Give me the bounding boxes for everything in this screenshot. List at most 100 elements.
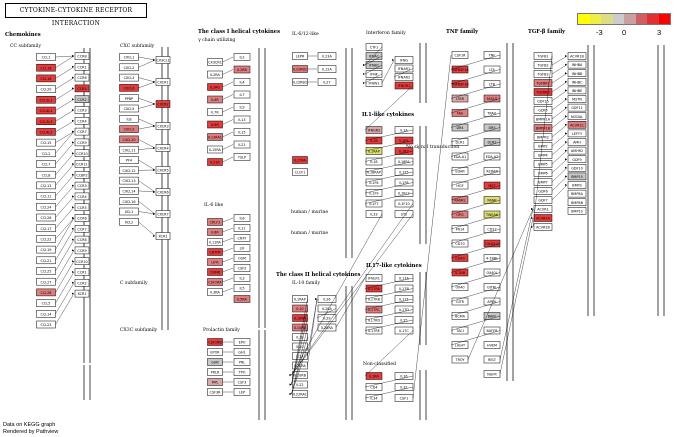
gene-label: INHBA <box>572 63 583 67</box>
gene-node <box>567 78 587 86</box>
gene-label: ACVR2B <box>536 226 550 230</box>
gene-label: CSF3 <box>238 381 247 385</box>
gene-label: XCR1 <box>78 292 87 296</box>
gene-node <box>567 95 587 103</box>
gene-node <box>74 63 90 71</box>
gene-node <box>567 181 587 189</box>
interaction-edge <box>138 180 156 193</box>
interaction-edge <box>551 90 568 102</box>
gene-label: CXCR5 <box>157 169 168 173</box>
gene-label: CCL18 <box>41 66 52 70</box>
legend-mid-label: 0 <box>622 28 627 37</box>
gene-label: CXCL13 <box>122 179 135 183</box>
gene-node <box>567 129 587 138</box>
gene-label: BMP2 <box>538 145 547 149</box>
gene-node <box>567 138 587 146</box>
gene-node <box>317 52 337 60</box>
interaction-edge <box>450 112 501 128</box>
interaction-edge <box>450 170 501 186</box>
interaction-edge <box>55 174 75 197</box>
gene-node <box>365 284 383 293</box>
gene-label: BMP15 <box>571 175 583 179</box>
interaction-edge <box>55 55 75 68</box>
gene-label: CCL27 <box>41 280 52 284</box>
gene-label: CD70 <box>455 242 464 246</box>
gene-node <box>365 383 383 391</box>
gene-node <box>451 254 469 262</box>
gene-label: TGFB1 <box>536 55 548 59</box>
gene-label: IL2RG <box>210 86 220 90</box>
gene-label: RANK <box>487 199 497 203</box>
gene-node <box>233 214 251 222</box>
gene-label: CXCL1 <box>124 56 135 60</box>
gene-label: CCR1 <box>77 271 86 275</box>
gene-label: CCL5 <box>42 302 51 306</box>
interaction-arrowhead <box>565 132 567 135</box>
interaction-arrowhead <box>153 191 155 193</box>
gene-node <box>233 284 251 292</box>
gene-node <box>483 341 501 349</box>
interaction-edge <box>364 64 383 75</box>
gene-label: IL32 <box>400 386 407 390</box>
gene-label: GHR <box>211 361 219 365</box>
interaction-edge <box>291 213 414 376</box>
gene-label: CCR3 <box>77 109 86 113</box>
interaction-edge <box>412 54 452 399</box>
gene-node <box>74 117 90 125</box>
interaction-arrowhead <box>363 73 365 75</box>
interaction-arrowhead <box>565 166 567 169</box>
gene-label: LIGHT <box>455 344 466 348</box>
gene-label: LEPR <box>296 55 305 59</box>
interaction-edge <box>138 190 156 193</box>
gene-node <box>567 69 587 77</box>
gene-label: IL10RA <box>294 317 306 321</box>
interaction-edge <box>222 131 234 138</box>
interaction-edge <box>467 208 534 360</box>
gene-label: PRLR <box>211 371 220 375</box>
interaction-edge <box>551 124 568 138</box>
interaction-arrowhead <box>565 98 567 100</box>
gene-label: GDF6 <box>538 190 547 194</box>
gene-label: CCR5 <box>77 87 86 91</box>
gene-label: AMH <box>573 141 581 145</box>
family-label: The class I helical cytokines <box>198 29 280 35</box>
gene-node <box>451 225 469 233</box>
gene-label: CRLF2 <box>210 221 221 225</box>
gene-label: CXCL14 <box>122 190 135 194</box>
gene-label: OX40L <box>487 271 498 275</box>
gene-label: CXCL5 <box>124 107 135 111</box>
gene-label: IFNA1 <box>369 55 379 59</box>
gene-label: EDA-A2 <box>486 155 499 159</box>
gene-label: CCBP2 <box>76 173 87 177</box>
interaction-edge <box>138 139 156 149</box>
interaction-edge <box>55 196 75 218</box>
gene-label: PPBP <box>125 97 133 101</box>
interaction-edge <box>364 150 414 162</box>
interaction-edge <box>307 298 318 357</box>
family-label: IL-10 family <box>292 280 320 286</box>
gene-label: CSF2RA <box>208 281 222 285</box>
gene-label: CCL21 <box>41 259 52 263</box>
gene-node <box>155 100 171 108</box>
gene-label: GITR <box>456 300 465 304</box>
gene-label: CX3CL1 <box>156 59 169 63</box>
gene-node <box>292 380 308 389</box>
gene-label: HGF <box>456 184 463 188</box>
gene-label: IL16 <box>400 375 407 379</box>
interaction-arrowhead <box>565 89 567 92</box>
gene-label: IL27 <box>323 81 330 85</box>
interaction-arrowhead <box>72 206 74 209</box>
gene-node <box>365 326 383 335</box>
gene-label: IL1A <box>400 129 408 133</box>
family-label: Prolactin family <box>203 327 240 333</box>
gene-node <box>451 138 469 146</box>
gene-label: GDF11 <box>571 106 583 110</box>
gene-node <box>317 314 337 322</box>
interaction-arrowhead <box>72 281 74 284</box>
gene-node <box>567 207 587 215</box>
interaction-edge <box>55 99 75 111</box>
gene-label: CCL8 <box>42 173 51 177</box>
interaction-edge <box>335 277 366 328</box>
gene-label: CD40 <box>455 257 464 261</box>
footer-rendered-by: Rendered by Pathview <box>3 429 59 435</box>
